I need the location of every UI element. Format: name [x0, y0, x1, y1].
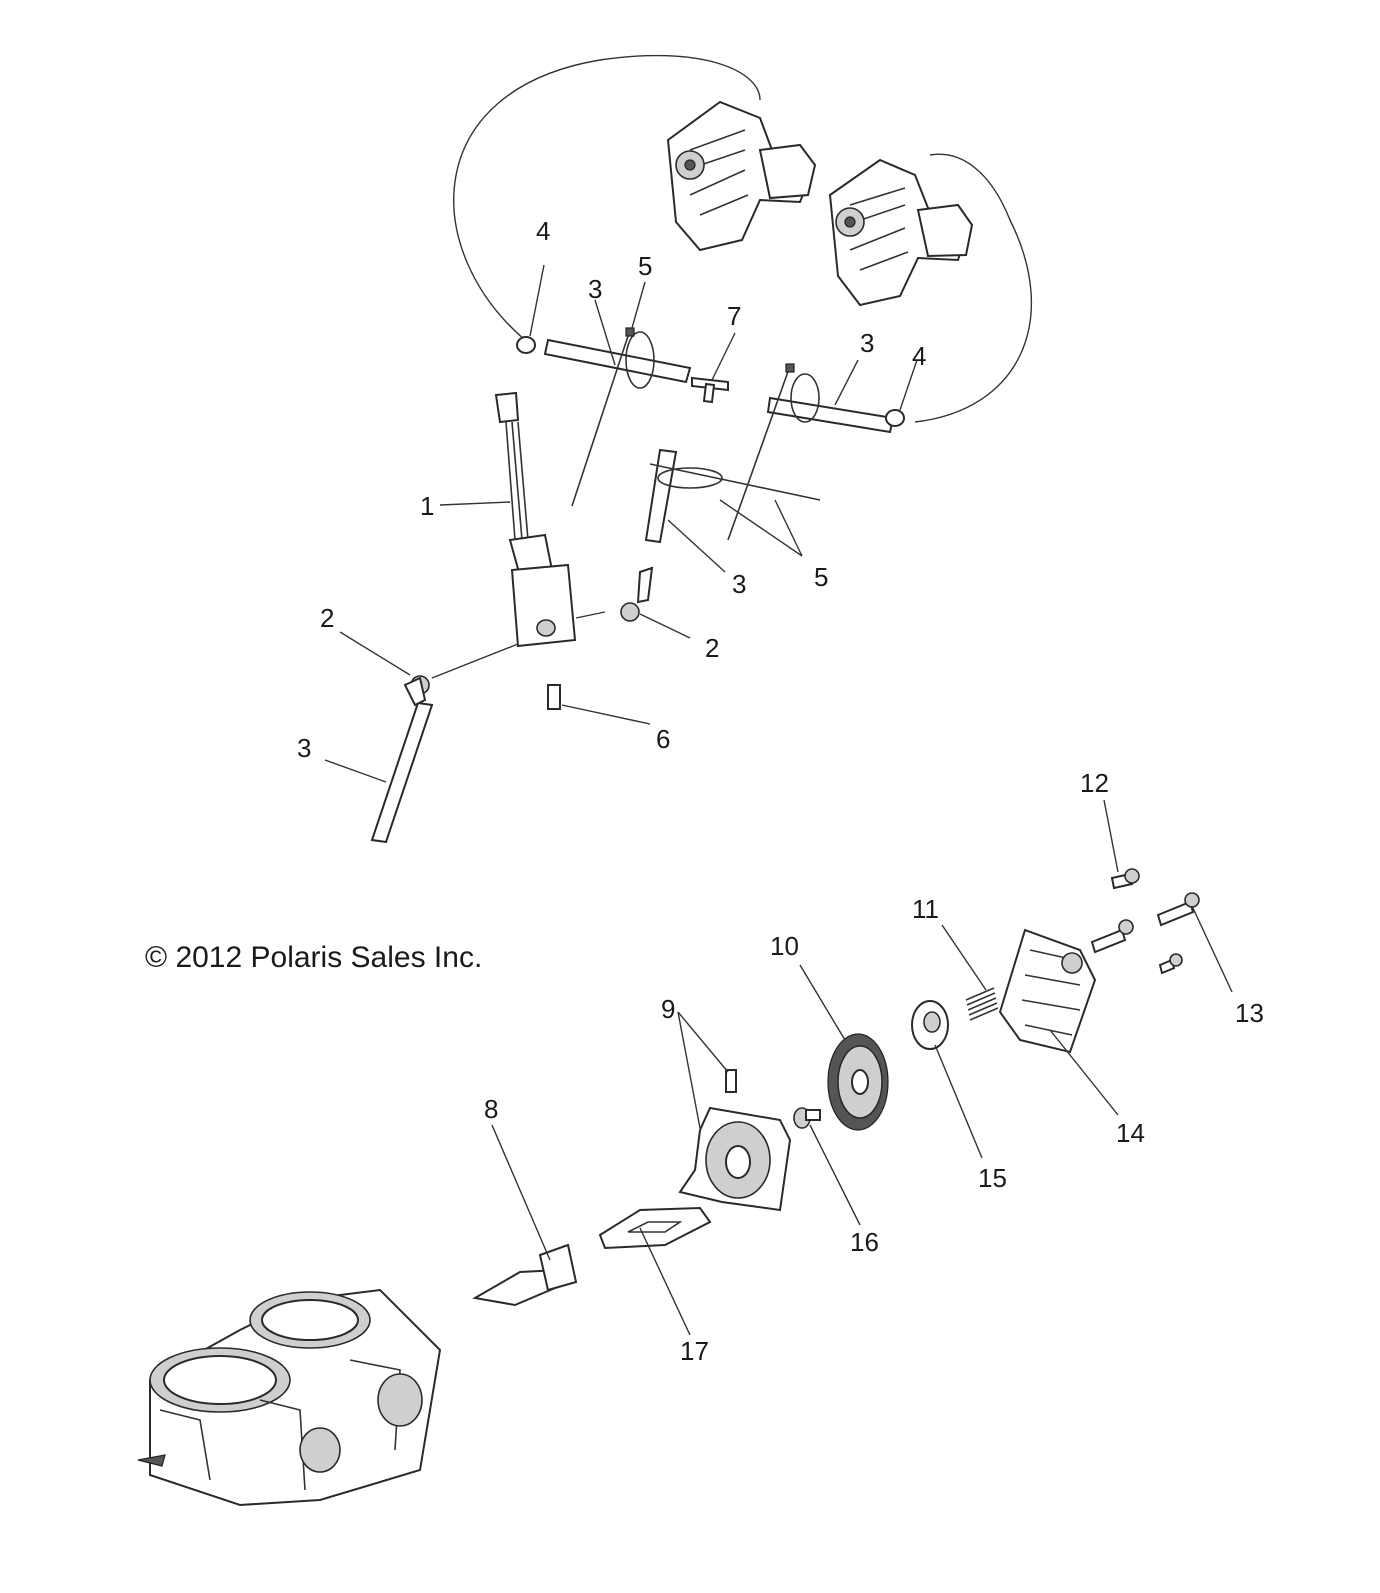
hose-3-top-right — [766, 396, 895, 434]
pump-cover-14 — [998, 928, 1097, 1054]
callout-4-right: 4 — [912, 341, 926, 371]
tee-fitting-7 — [691, 376, 729, 404]
callout-4-left: 4 — [536, 216, 550, 246]
callout-14: 14 — [1116, 1118, 1145, 1148]
pump-body-9 — [678, 1069, 792, 1212]
hose-3-bottom — [370, 701, 434, 844]
assembly-arc-right — [914, 153, 1033, 423]
callout-2-right: 2 — [705, 633, 719, 663]
gasket-17 — [598, 1206, 712, 1250]
callout-17: 17 — [680, 1336, 709, 1366]
callout-12: 12 — [1080, 768, 1109, 798]
callout-5-top: 5 — [638, 251, 652, 281]
callout-15: 15 — [978, 1163, 1007, 1193]
callout-3-bottom: 3 — [297, 733, 311, 763]
callout-7: 7 — [727, 301, 741, 331]
assembly-arc-left — [453, 54, 761, 341]
callout-1: 1 — [420, 491, 434, 521]
callout-10: 10 — [770, 931, 799, 961]
hose-3-middle — [644, 448, 678, 544]
spring-seat-15 — [911, 1000, 949, 1050]
callout-2-left: 2 — [320, 603, 334, 633]
callout-11: 11 — [912, 894, 939, 924]
callout-3-top-right: 3 — [860, 328, 874, 358]
screw-13-mid — [1090, 919, 1134, 954]
callout-16: 16 — [850, 1227, 879, 1257]
callout-3-middle: 3 — [732, 569, 746, 599]
cable-tie-5-left — [571, 327, 655, 507]
fitting-8 — [472, 1243, 578, 1307]
screw-13-short — [1158, 953, 1183, 975]
check-valve-16 — [793, 1107, 821, 1129]
fitting-2-right — [620, 566, 654, 622]
spring-11 — [965, 987, 999, 1021]
callout-8: 8 — [484, 1094, 498, 1124]
oil-pump-assembly-left — [666, 100, 817, 252]
hose-3-top-left — [543, 338, 692, 384]
plug-4-left — [516, 336, 536, 354]
callout-6: 6 — [656, 724, 670, 754]
cable-tie-5-middle — [649, 463, 821, 501]
fitting-2-left — [403, 675, 430, 707]
callout-5-bottom: 5 — [814, 562, 828, 592]
leader-lines — [324, 264, 1233, 1336]
plug-4-right — [885, 409, 905, 427]
engine-cylinder-block — [137, 1288, 442, 1507]
diaphragm-10 — [827, 1033, 889, 1131]
copyright-text: © 2012 Polaris Sales Inc. — [145, 941, 482, 974]
oil-pump-1 — [494, 391, 577, 710]
screw-12 — [1110, 868, 1140, 890]
screw-13-long — [1156, 892, 1200, 927]
callout-13: 13 — [1235, 998, 1264, 1028]
callout-9: 9 — [661, 994, 675, 1024]
callout-3-top-left: 3 — [588, 274, 602, 304]
oil-pump-assembly-right — [828, 158, 974, 307]
cable-tie-5-right — [727, 363, 820, 541]
